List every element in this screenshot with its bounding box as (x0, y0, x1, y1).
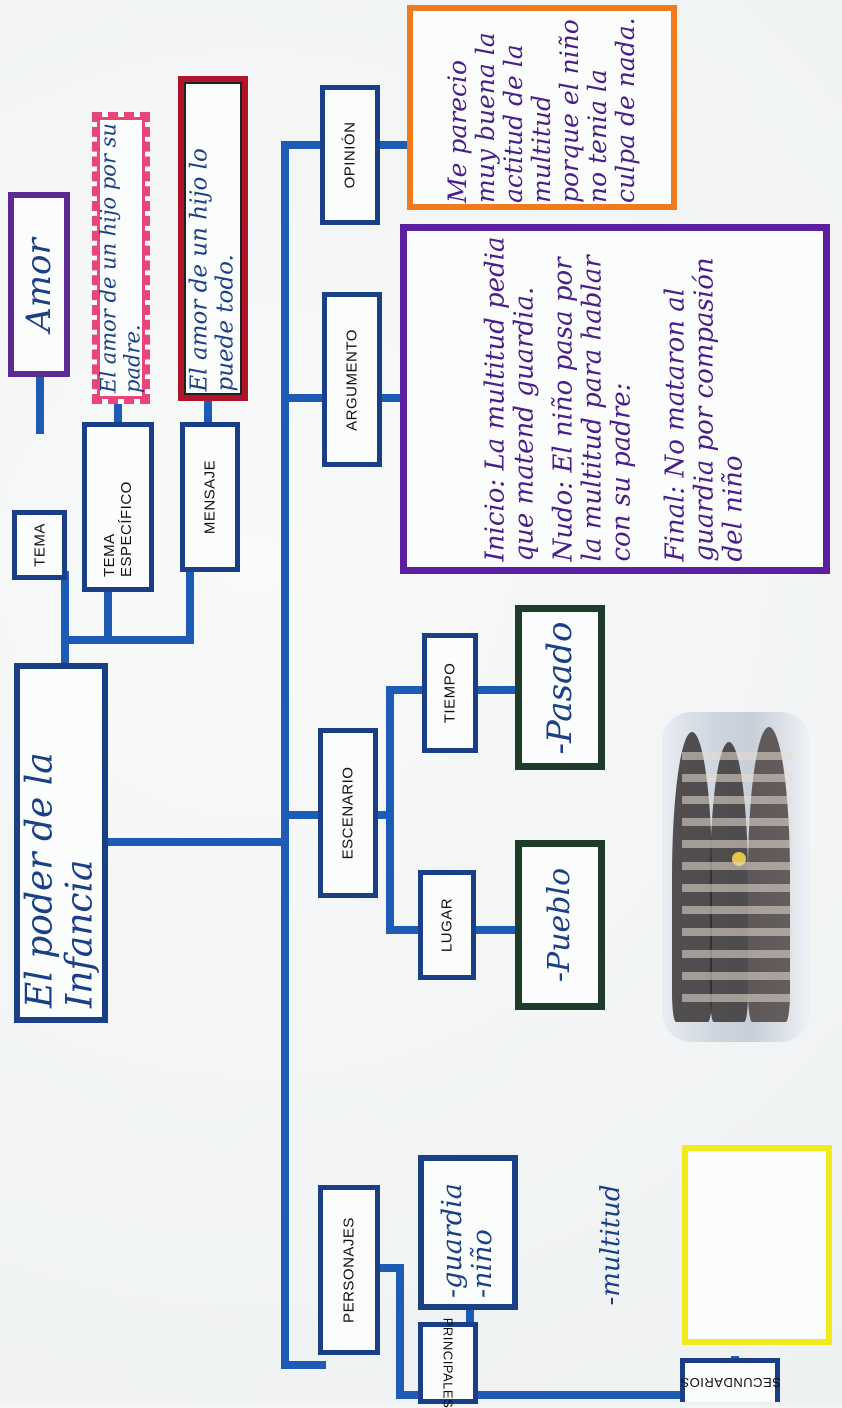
argumento-final: Final: No mataron al guardia por compasi… (660, 257, 749, 562)
mensaje-label-box: MENSAJE (180, 422, 240, 572)
argumento-value-box: Inicio: La multitud pedia que matend gua… (400, 224, 830, 574)
tema-value: Amor (18, 237, 59, 332)
escenario-label-box: ESCENARIO (318, 728, 378, 898)
title-text: El poder de la Infancia (19, 752, 101, 1008)
tema-especifico-value-box: El amor de un hijo por su padre. (92, 112, 150, 404)
lugar-value: -Pueblo (542, 867, 578, 983)
opinion-value-box: Me parecio muy buena la actitud de la mu… (407, 5, 677, 210)
opinion-value: Me parecio muy buena la actitud de la mu… (443, 16, 640, 203)
secundarios-value-box: -multitud (596, 1145, 832, 1345)
tema-especifico-label-box: TEMA ESPECÍFICO (82, 422, 154, 592)
mensaje-value-box: El amor de un hijo lo puede todo. (178, 76, 248, 401)
argumento-nudo: Nudo: El niño pasa por la multitud para … (548, 255, 637, 562)
secundarios-value: -multitud (596, 1184, 627, 1306)
personajes-label: PERSONAJES (340, 1217, 358, 1323)
lugar-value-box: -Pueblo (515, 840, 605, 1010)
principales-label: PRINCIPALES (440, 1317, 456, 1408)
escenario-label: ESCENARIO (339, 766, 357, 860)
tema-label-box: TEMA (12, 510, 67, 580)
lugar-label: LUGAR (438, 897, 456, 953)
tema-value-box: Amor (8, 192, 70, 377)
secundarios-label-box: SECUNDARIOS (680, 1358, 780, 1402)
argumento-text: Inicio: La multitud pedia que matend gua… (480, 236, 749, 562)
argumento-label-box: ARGUMENTO (322, 292, 382, 467)
title-box: El poder de la Infancia (14, 663, 108, 1023)
tiempo-label-box: TIEMPO (422, 633, 478, 753)
principales-value: -guardia -niño (436, 1182, 498, 1298)
argumento-inicio: Inicio: La multitud pedia que matend gua… (480, 236, 540, 562)
tema-especifico-value: El amor de un hijo por su padre. (96, 123, 144, 393)
tema-especifico-label: TEMA ESPECÍFICO (101, 481, 135, 577)
opinion-label: OPINIÓN (341, 121, 359, 189)
secundarios-label: SECUNDARIOS (679, 1375, 781, 1390)
opinion-label-box: OPINIÓN (320, 85, 380, 225)
tema-label: TEMA (31, 523, 48, 567)
lugar-label-box: LUGAR (418, 870, 476, 980)
argumento-label: ARGUMENTO (343, 328, 361, 431)
tiempo-value: -Pasado (539, 620, 580, 755)
mensaje-label: MENSAJE (201, 459, 219, 535)
tiempo-label: TIEMPO (441, 662, 459, 724)
principales-value-box: -guardia -niño (418, 1155, 518, 1310)
principales-label-box: PRINCIPALES (418, 1318, 478, 1408)
tiempo-value-box: -Pasado (515, 605, 605, 770)
personajes-label-box: PERSONAJES (318, 1185, 380, 1355)
mensaje-value: El amor de un hijo lo puede todo. (186, 147, 238, 391)
crowd-photo (662, 712, 810, 1042)
